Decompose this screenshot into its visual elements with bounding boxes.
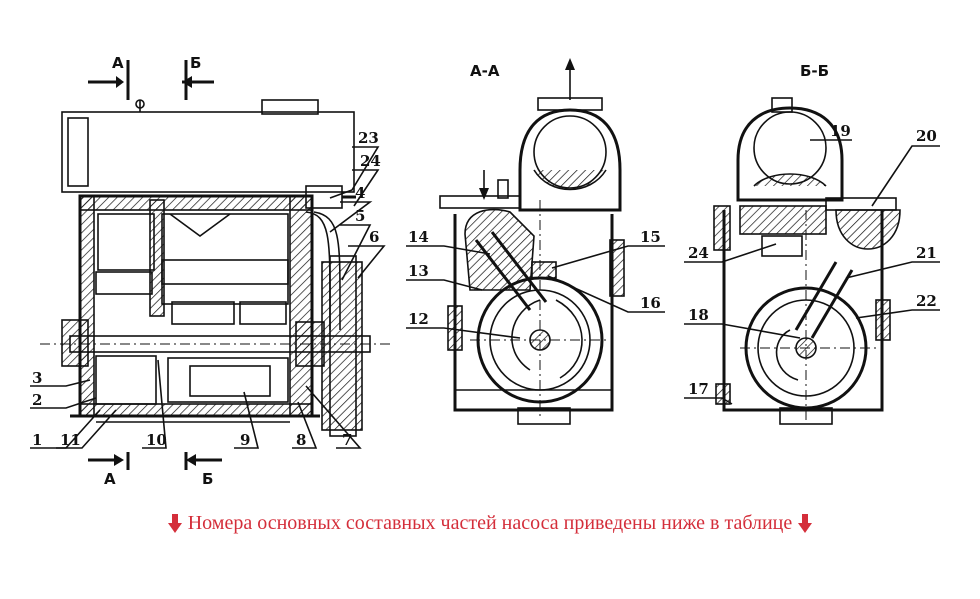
cut-label-a-top: А [112,54,124,72]
part-label-5: 5 [355,207,365,225]
longitudinal-section-view [40,60,390,470]
leader-lines-left [30,146,386,449]
caption-text: Номера основных составных частей насоса … [187,512,793,534]
leader-lines-middle [406,245,665,339]
part-label-12: 12 [408,310,429,328]
part-label-20: 20 [916,127,937,145]
part-label-8: 8 [296,431,306,449]
caption: Номера основных составных частей насоса … [0,512,980,535]
leader-lines-right [684,139,940,405]
part-label-10: 10 [146,431,167,449]
part-label-24-left: 24 [360,152,381,170]
part-label-9: 9 [240,431,250,449]
part-label-7: 7 [342,431,352,449]
part-label-19: 19 [830,122,851,140]
part-label-16: 16 [640,294,661,312]
part-label-3: 3 [32,369,42,387]
arrow-down-icon [167,514,182,534]
part-label-13: 13 [408,262,429,280]
part-label-21: 21 [916,244,937,262]
part-label-23: 23 [358,129,379,147]
part-label-2: 2 [32,391,42,409]
arrow-down-icon [798,514,813,534]
part-label-22: 22 [916,292,937,310]
part-label-18: 18 [688,306,709,324]
part-label-15: 15 [640,228,661,246]
section-a-a-view [439,58,625,425]
part-label-11: 11 [60,431,81,449]
part-label-6: 6 [369,228,379,246]
part-label-17: 17 [688,380,709,398]
cut-label-b-bottom: Б [202,470,213,488]
section-title-b-b: Б-Б [800,62,829,80]
part-label-24-right: 24 [688,244,709,262]
section-title-a-a: А-А [470,62,500,80]
cut-label-b-top: Б [190,54,201,72]
section-b-b-view [713,97,901,425]
part-label-1: 1 [32,431,42,449]
part-label-14: 14 [408,228,429,246]
cut-label-a-bottom: А [104,470,116,488]
part-label-4: 4 [355,184,365,202]
